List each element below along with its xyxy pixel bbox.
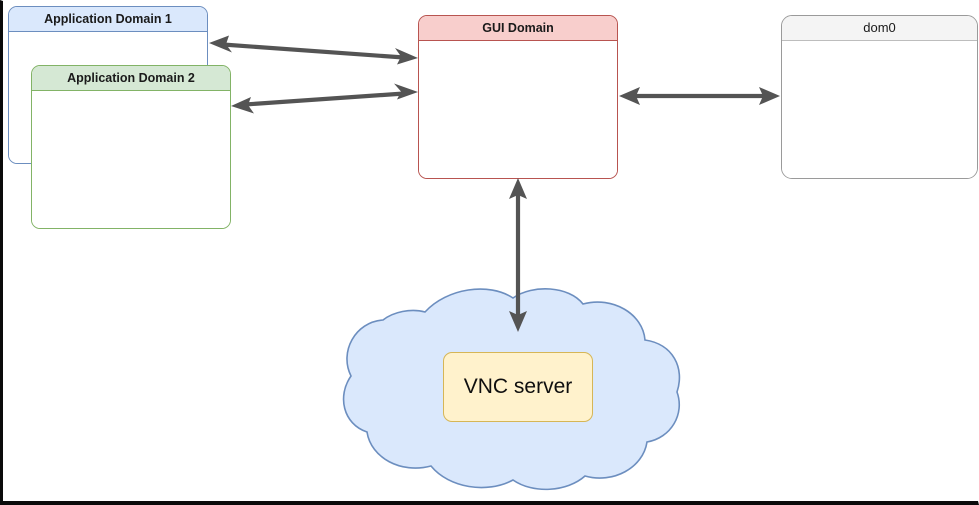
edge-appdomain2-guidomain[interactable] [231, 83, 418, 114]
edge-appdomain1-guidomain-line [222, 42, 405, 60]
application-domain-2-body [32, 91, 230, 228]
gui-domain-body [419, 41, 617, 178]
edge-guidomain-dom0[interactable] [619, 87, 780, 105]
edge-appdomain2-guidomain-head-right [394, 83, 418, 100]
edge-appdomain2-guidomain-line [244, 91, 405, 107]
dom0-title: dom0 [782, 16, 977, 41]
gui-domain-title: GUI Domain [419, 16, 617, 41]
node-dom0[interactable]: dom0 [781, 15, 978, 179]
edge-appdomain1-guidomain-head-right [395, 48, 418, 65]
edge-appdomain1-guidomain-head-left [209, 35, 232, 53]
edge-guidomain-vncserver[interactable] [509, 178, 527, 332]
application-domain-1-title: Application Domain 1 [9, 7, 207, 32]
application-domain-2-title: Application Domain 2 [32, 66, 230, 91]
edge-guidomain-vncserver-head-bottom [509, 311, 527, 332]
vnc-server-label: VNC server [463, 375, 573, 398]
connector-layer: GUI Domain (slanted, left head at ~207,4… [209, 35, 780, 332]
edge-guidomain-dom0-head-right [759, 87, 780, 105]
edge-appdomain1-guidomain[interactable] [209, 35, 418, 65]
node-gui-domain[interactable]: GUI Domain [418, 15, 618, 179]
edge-guidomain-vncserver-head-top [509, 178, 527, 199]
dom0-body [782, 41, 977, 178]
node-vnc-server[interactable]: VNC server [443, 352, 593, 422]
edge-guidomain-dom0-head-left [619, 87, 640, 105]
node-application-domain-2[interactable]: Application Domain 2 [31, 65, 231, 229]
edge-appdomain2-guidomain-head-left [231, 97, 254, 114]
